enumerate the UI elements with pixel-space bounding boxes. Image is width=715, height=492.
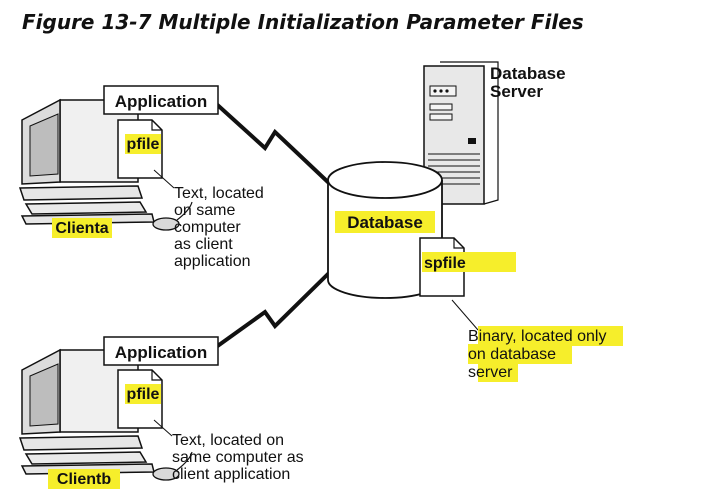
server-tower-icon (423, 61, 499, 205)
highlight (48, 469, 120, 489)
lightning-link-icon (210, 270, 332, 352)
client-computer-icon (19, 99, 193, 231)
highlight (335, 211, 435, 233)
application-label: Application (115, 343, 208, 362)
spfile-note: Binary, located only on database server (468, 328, 611, 381)
spfile-label: spfile (424, 255, 466, 272)
application-box (103, 85, 219, 115)
client-a-note: Text, located on same computer as client… (174, 185, 268, 270)
client-b: Application pfile Clientb Text, located … (19, 336, 308, 489)
highlight (52, 218, 112, 238)
pfile-label: pfile (127, 136, 160, 153)
database-label: Database (347, 213, 423, 232)
lightning-link-icon (210, 98, 332, 186)
highlight (478, 362, 518, 382)
application-label: Application (115, 92, 208, 111)
figure-title: Figure 13-7 Multiple Initialization Para… (22, 10, 584, 34)
application-box (103, 336, 219, 366)
highlight (468, 344, 572, 364)
pfile-label: pfile (127, 386, 160, 403)
database-cylinder-icon (327, 161, 443, 299)
client-computer-label: Clienta (55, 220, 108, 237)
highlight (125, 384, 161, 404)
database-server: Database Server Database spfile Binary, … (327, 61, 623, 382)
client-computer-label: Clientb (57, 471, 111, 488)
highlight (422, 252, 516, 272)
client-b-note: Text, located on same computer as client… (172, 432, 308, 483)
highlight (125, 134, 161, 154)
client-computer-icon (19, 349, 193, 481)
client-a: Application pfile Clienta Text, located … (19, 85, 268, 270)
database-server-label: Database Server (490, 64, 570, 101)
highlight (478, 326, 623, 346)
